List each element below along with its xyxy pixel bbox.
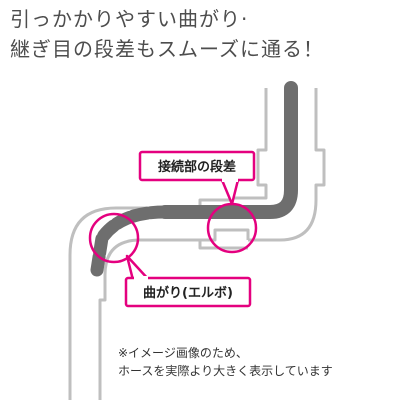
pipe-right-outer <box>232 88 268 200</box>
elbow-callout: 曲がり(エルボ) <box>124 254 252 308</box>
pipe-right-inner <box>248 88 326 242</box>
elbow-highlight-circle <box>88 212 140 264</box>
joint-callout-label: 接続部の段差 <box>158 159 236 175</box>
headline: 引っかかりやすい曲がり· 継ぎ目の段差もスムーズに通る！ <box>10 4 400 64</box>
headline-line-1: 引っかかりやすい曲がり· <box>10 7 249 31</box>
elbow-callout-label: 曲がり(エルボ) <box>143 285 233 301</box>
hose-segmented <box>90 205 172 277</box>
joint-callout-box <box>138 150 256 182</box>
elbow-callout-box <box>124 276 252 308</box>
note-line-1: ※イメージ画像のため、 <box>118 346 248 360</box>
note-line-2: ホースを実際より大きく表示しています <box>118 364 333 378</box>
hose-vertical <box>218 81 298 219</box>
joint-callout: 接続部の段差 <box>138 150 256 206</box>
pipe-horizontal-bottom <box>98 228 250 400</box>
headline-line-2: 継ぎ目の段差もスムーズに通る！ <box>10 37 324 61</box>
disclaimer-note: ※イメージ画像のため、 ホースを実際より大きく表示しています <box>118 344 333 380</box>
